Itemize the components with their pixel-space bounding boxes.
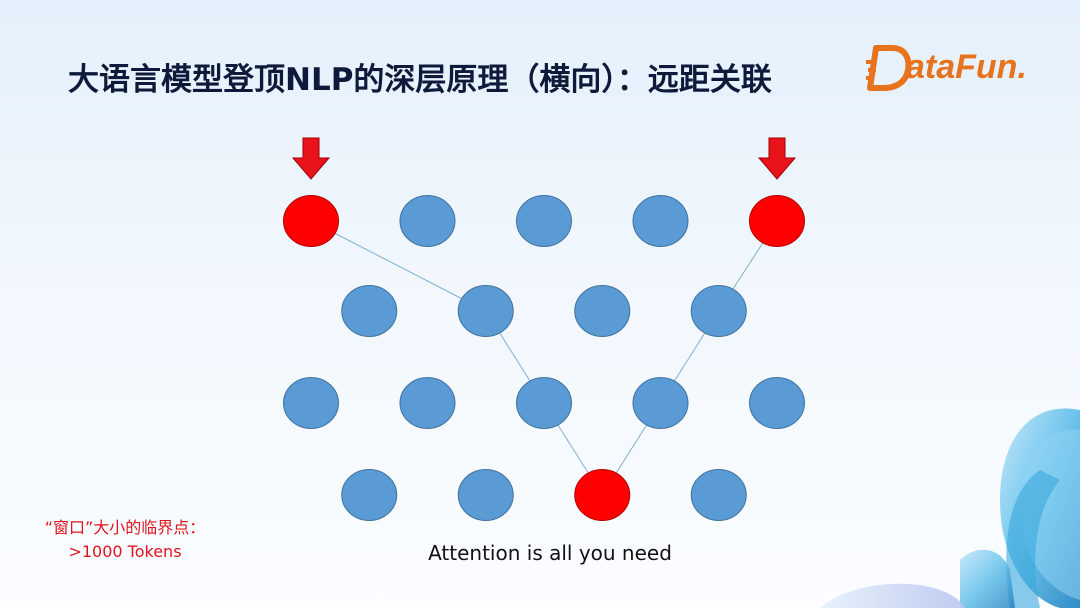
highlighted-token-node-3-2 [574, 469, 631, 521]
highlighted-token-node-0-4 [749, 195, 805, 247]
attention-caption: Attention is all you need [428, 541, 672, 565]
logo-d-icon [866, 45, 912, 91]
token-node-3-0 [341, 469, 398, 521]
window-size-note: “窗口”大小的临界点：>1000 Tokens [44, 518, 206, 561]
token-node-1-3 [690, 285, 747, 337]
token-node-2-0 [283, 377, 339, 429]
token-node-3-1 [457, 469, 514, 521]
token-node-0-1 [399, 195, 456, 247]
datafun-logo: ataFun. [860, 40, 1050, 100]
token-node-1-2 [574, 285, 631, 337]
token-node-2-2 [516, 377, 572, 429]
token-node-0-2 [516, 195, 572, 247]
token-node-2-3 [632, 377, 689, 429]
attention-edge-0-0 [310, 220, 486, 312]
token-node-2-1 [399, 377, 456, 429]
token-node-2-4 [749, 377, 805, 429]
token-node-0-3 [632, 195, 689, 247]
down-arrow-icon-0 [291, 137, 331, 180]
token-node-1-0 [341, 285, 398, 337]
token-node-1-1 [457, 285, 514, 337]
highlighted-token-node-0-0 [283, 195, 339, 247]
down-arrow-icon-4 [757, 137, 797, 180]
logo-text: ataFun. [906, 48, 1027, 86]
token-node-3-3 [690, 469, 747, 521]
slide-title: 大语言模型登顶NLP的深层原理（横向）：远距关联 [68, 62, 772, 98]
